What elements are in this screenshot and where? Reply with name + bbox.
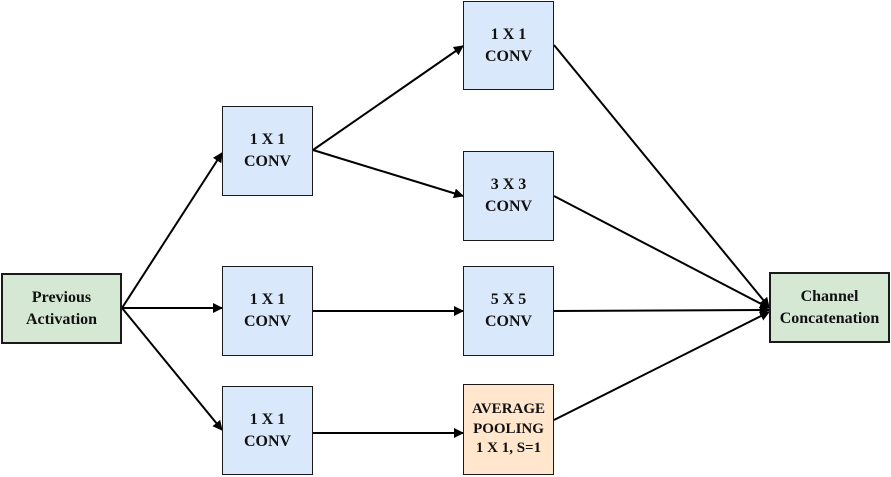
- edge-conv-top-to-1x1: [312, 45, 464, 151]
- edge-prev-to-conv-top: [121, 152, 223, 309]
- previous-activation-node: Previous Activation: [1, 273, 122, 344]
- conv-1x1-top-node: 1 X 1 CONV: [222, 106, 313, 196]
- conv-3x3-node: 3 X 3 CONV: [463, 151, 554, 241]
- conv-1x1-bot-node: 1 X 1 CONV: [222, 386, 313, 475]
- conv-5x5-node: 5 X 5 CONV: [463, 266, 554, 356]
- edge-3x3-to-concat: [553, 195, 770, 309]
- edge-conv-top-to-3x3: [312, 149, 464, 199]
- edge-prev-to-conv-bot: [121, 307, 223, 431]
- conv-1x1-mid-node: 1 X 1 CONV: [222, 266, 313, 356]
- conv-1x1-branch-node: 1 X 1 CONV: [463, 1, 554, 90]
- edge-pool-to-concat: [553, 311, 770, 421]
- edge-1x1-to-concat: [553, 44, 770, 308]
- channel-concatenation-node: Channel Concatenation: [769, 272, 890, 343]
- edge-5x5-to-concat: [553, 305, 770, 316]
- average-pooling-node: AVERAGE POOLING 1 X 1, S=1: [463, 384, 554, 475]
